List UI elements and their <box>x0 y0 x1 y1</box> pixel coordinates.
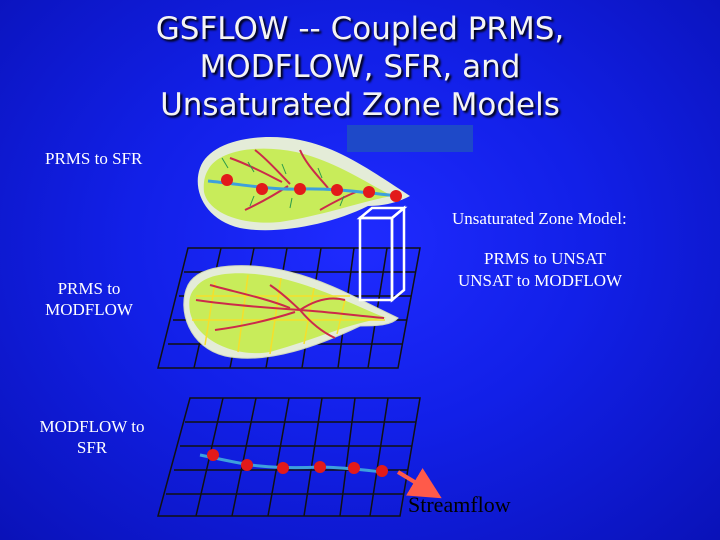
modflow-grid-bottom <box>157 397 421 517</box>
title-line-2: MODFLOW, SFR, and <box>199 49 521 85</box>
streamflow-arrow <box>396 468 442 499</box>
label-prms-to-unsat: PRMS to UNSAT <box>484 249 606 268</box>
label-unsat-model: Unsaturated Zone Model: <box>452 209 627 228</box>
sfr-stream-bottom <box>199 449 388 477</box>
watershed-leaf-middle <box>183 265 399 359</box>
slide-title: GSFLOW -- Coupled PRMS, MODFLOW, SFR, an… <box>60 10 660 124</box>
label-prms-to-modflow-line1: PRMS to <box>57 279 121 298</box>
label-prms-to-sfr: PRMS to SFR <box>45 149 143 168</box>
label-prms-to-modflow-line2: MODFLOW <box>45 300 133 319</box>
label-modflow-to-sfr-line2: SFR <box>76 438 108 457</box>
label-prms-to-modflow: PRMS to MODFLOW <box>36 278 142 320</box>
watershed-leaf-top <box>197 137 410 231</box>
title-line-3: Unsaturated Zone Models <box>160 87 560 123</box>
title-highlight-box <box>347 125 473 152</box>
title-line-1: GSFLOW -- Coupled PRMS, <box>155 11 565 47</box>
unsat-zone-column <box>356 205 408 303</box>
label-modflow-to-sfr: MODFLOW to SFR <box>30 416 154 458</box>
label-streamflow: Streamflow <box>408 492 511 517</box>
label-modflow-to-sfr-line1: MODFLOW to <box>39 417 145 436</box>
label-unsat-to-modflow: UNSAT to MODFLOW <box>458 271 623 290</box>
